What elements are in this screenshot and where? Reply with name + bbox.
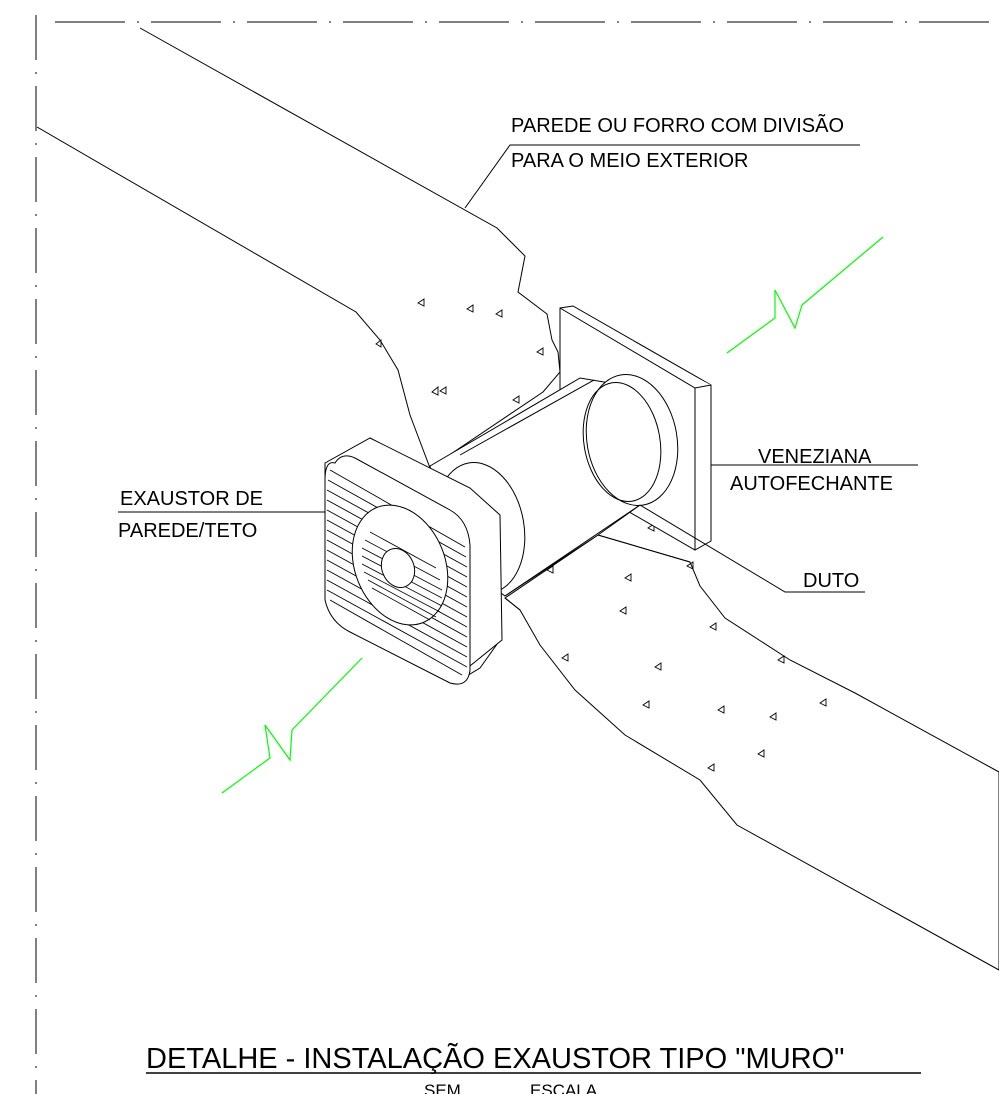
label-fan-line2: PAREDE/TETO	[118, 520, 257, 542]
wall-lower-outline	[504, 534, 999, 971]
break-lines	[221, 236, 884, 794]
label-duct: DUTO	[803, 570, 859, 592]
wall-upper-outline	[36, 27, 561, 469]
scale-note-escala: ESCALA	[530, 1081, 598, 1094]
scale-note-sem: SEM	[424, 1081, 461, 1094]
label-wall-line1: PAREDE OU FORRO COM DIVISÃO	[511, 113, 844, 137]
label-fan-line1: EXAUSTOR DE	[120, 488, 263, 510]
concrete-hatch	[375, 298, 827, 772]
label-louver-line1: VENEZIANA	[758, 446, 872, 468]
leader-lines	[118, 144, 918, 593]
drawing-title: DETALHE - INSTALAÇÃO EXAUSTOR TIPO "MURO…	[146, 1041, 844, 1075]
fan-hub	[380, 548, 416, 588]
leader-duct	[639, 504, 865, 593]
label-wall-line2: PARA O MEIO EXTERIOR	[511, 150, 748, 172]
wall-lower	[504, 534, 999, 971]
wall-upper	[36, 27, 561, 469]
label-louver-line2: AUTOFECHANTE	[730, 473, 893, 495]
duct-end-collar	[585, 374, 679, 506]
break-line-right	[726, 236, 884, 354]
exhaust-fan	[324, 437, 503, 685]
break-line-left	[221, 657, 363, 794]
duct-wall-edges	[504, 534, 691, 611]
leader-wall	[464, 144, 860, 209]
drawing-border	[35, 15, 999, 1094]
